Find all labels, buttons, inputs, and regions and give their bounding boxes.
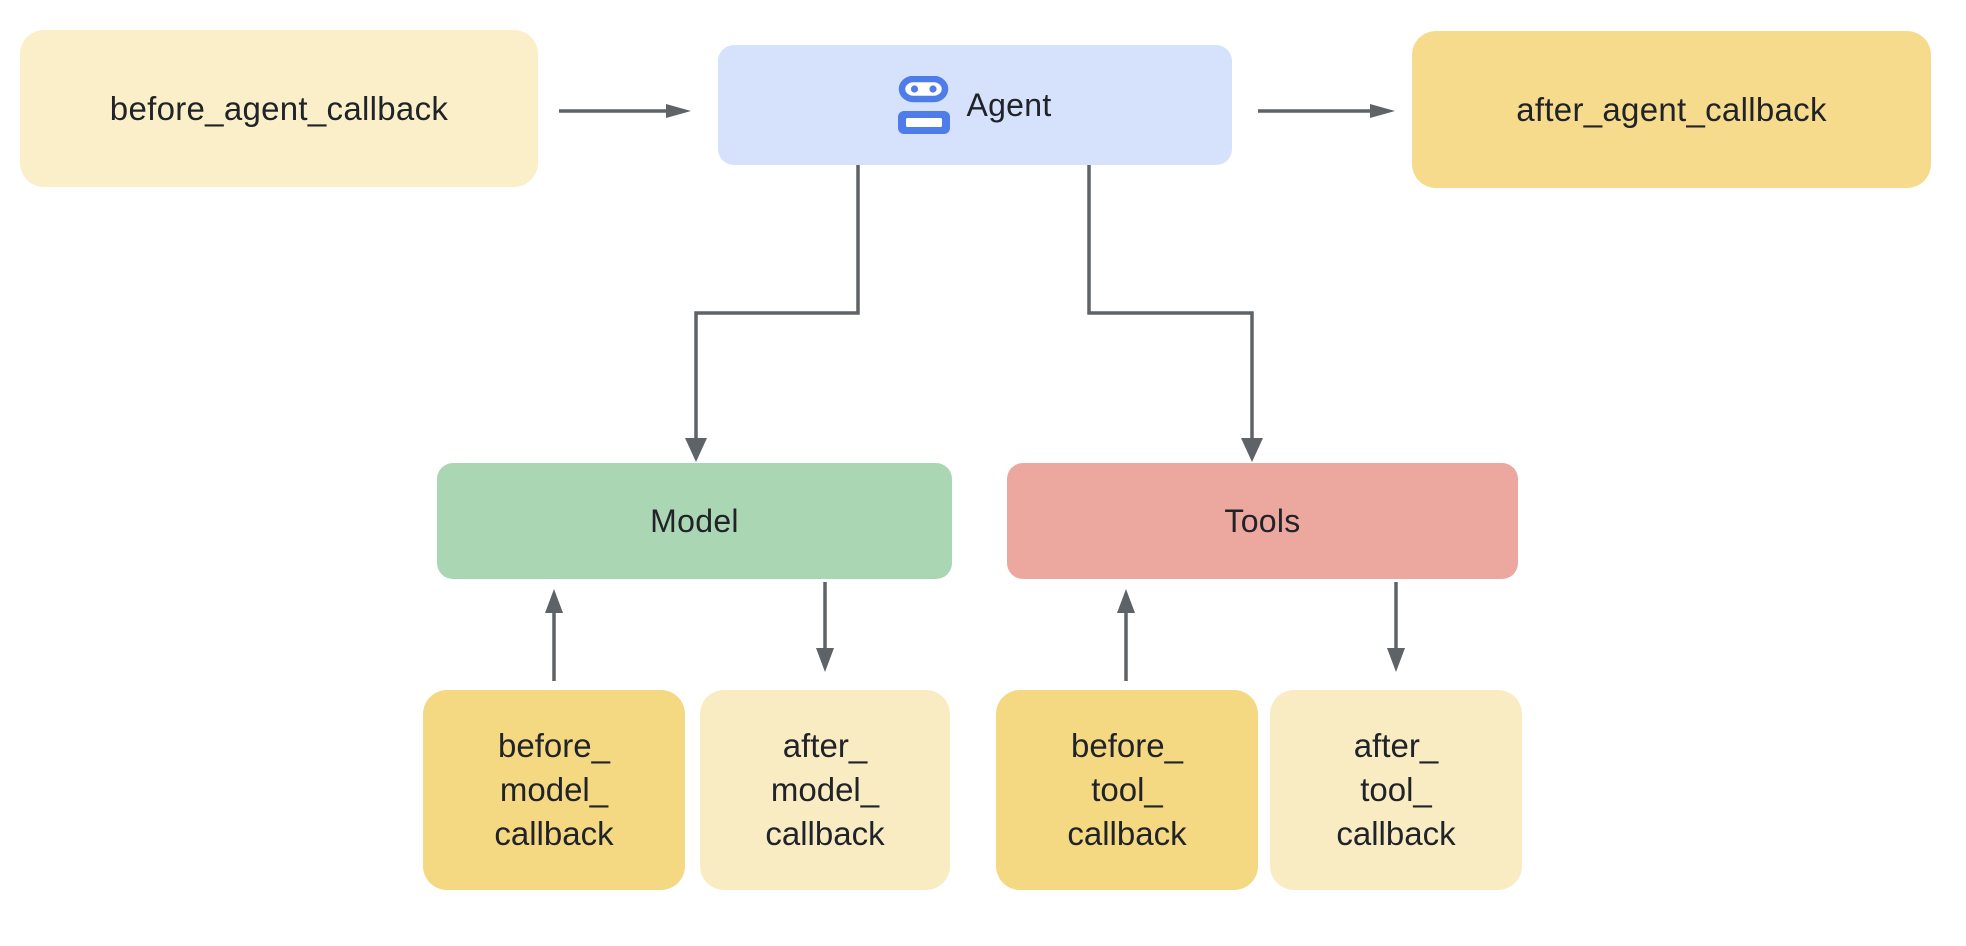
arrow-agent-to-tools [1087,165,1263,462]
arrow-agent-to-after-agent [1258,104,1395,118]
arrow-agent-to-model [685,165,860,462]
node-label: after_ tool_ callback [1336,727,1456,852]
node-label: after_ model_ callback [765,727,885,852]
node-before-tool-callback: before_ tool_ callback [996,690,1258,890]
node-label: before_ tool_ callback [1067,727,1187,852]
node-label: before_agent_callback [109,89,449,127]
node-label: before_ model_ callback [494,727,614,852]
node-label: Agent [966,86,1052,123]
node-agent: Agent [718,45,1232,165]
arrow-before-agent-to-agent [559,104,691,118]
node-label: after_agent_callback [1516,90,1827,128]
node-before-agent-callback: before_agent_callback [20,30,538,187]
node-model: Model [437,463,952,579]
arrow-before-model-to-model [545,589,563,681]
arrow-model-to-after-model [816,582,834,672]
node-label: Tools [1224,502,1301,539]
node-tools: Tools [1007,463,1518,579]
node-after-agent-callback: after_agent_callback [1412,31,1931,188]
arrow-before-tool-to-tools [1117,589,1135,681]
node-after-model-callback: after_ model_ callback [700,690,950,890]
arrow-tools-to-after-tool [1387,582,1405,672]
node-before-model-callback: before_ model_ callback [423,690,685,890]
robot-icon [898,76,951,134]
node-after-tool-callback: after_ tool_ callback [1270,690,1522,890]
node-label: Model [650,502,739,539]
